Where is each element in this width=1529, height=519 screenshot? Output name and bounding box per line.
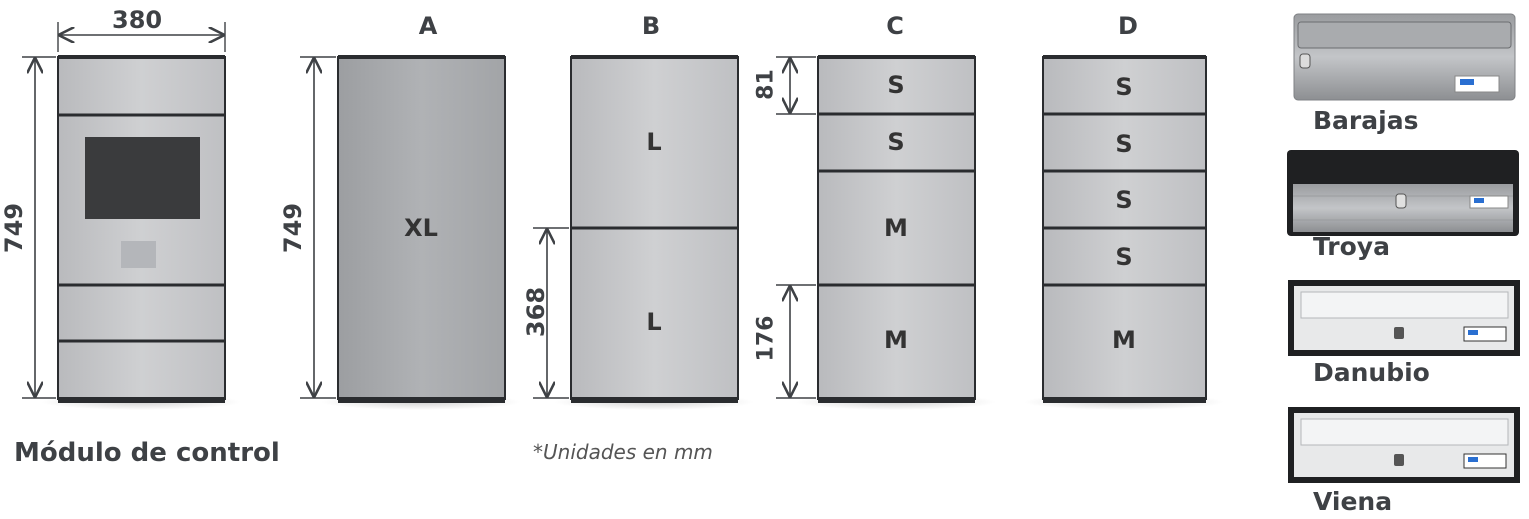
control-module (22, 22, 241, 410)
mailbox-name-danubio: Danubio (1313, 358, 1430, 387)
column-a-letter: A (418, 12, 438, 40)
reader-pad (121, 241, 156, 268)
column-b-height-label: 368 (522, 286, 550, 338)
cell-label: S (1115, 130, 1133, 158)
control-height-label: 749 (0, 202, 28, 254)
cell-label: M (884, 214, 908, 242)
mailbox-name-viena: Viena (1313, 487, 1393, 516)
control-module-caption: Módulo de control (14, 438, 280, 468)
column-b-letter: B (641, 12, 661, 40)
column-b (533, 55, 754, 410)
screen-panel (85, 137, 200, 219)
cell-label: L (646, 128, 662, 156)
column-a (300, 55, 521, 410)
column-c-top-label: 81 (753, 69, 779, 100)
mailbox-barajas-image (1293, 13, 1516, 101)
column-a-height-label: 749 (279, 202, 307, 254)
column-c (776, 55, 996, 410)
mailbox-name-troya: Troya (1313, 232, 1390, 261)
column-c-bottom-label: 176 (753, 315, 779, 362)
cell-label: L (646, 308, 662, 336)
column-d (1024, 55, 1224, 410)
mailbox-danubio-image (1288, 280, 1520, 356)
control-width-label: 380 (112, 6, 163, 34)
column-c-letter: C (886, 12, 904, 40)
cell-label: XL (404, 214, 438, 242)
cell-label: M (1112, 326, 1136, 354)
cell-label: S (887, 71, 905, 99)
cell-label: S (1115, 243, 1133, 271)
units-note: *Unidades en mm (533, 440, 713, 464)
column-d-letter: D (1118, 12, 1138, 40)
cell-label: S (1115, 73, 1133, 101)
mailbox-viena-image (1288, 407, 1520, 483)
mailbox-troya-image (1287, 150, 1519, 236)
mailbox-name-barajas: Barajas (1313, 106, 1419, 135)
cell-label: S (1115, 186, 1133, 214)
cell-label: S (887, 128, 905, 156)
cell-label: M (884, 326, 908, 354)
